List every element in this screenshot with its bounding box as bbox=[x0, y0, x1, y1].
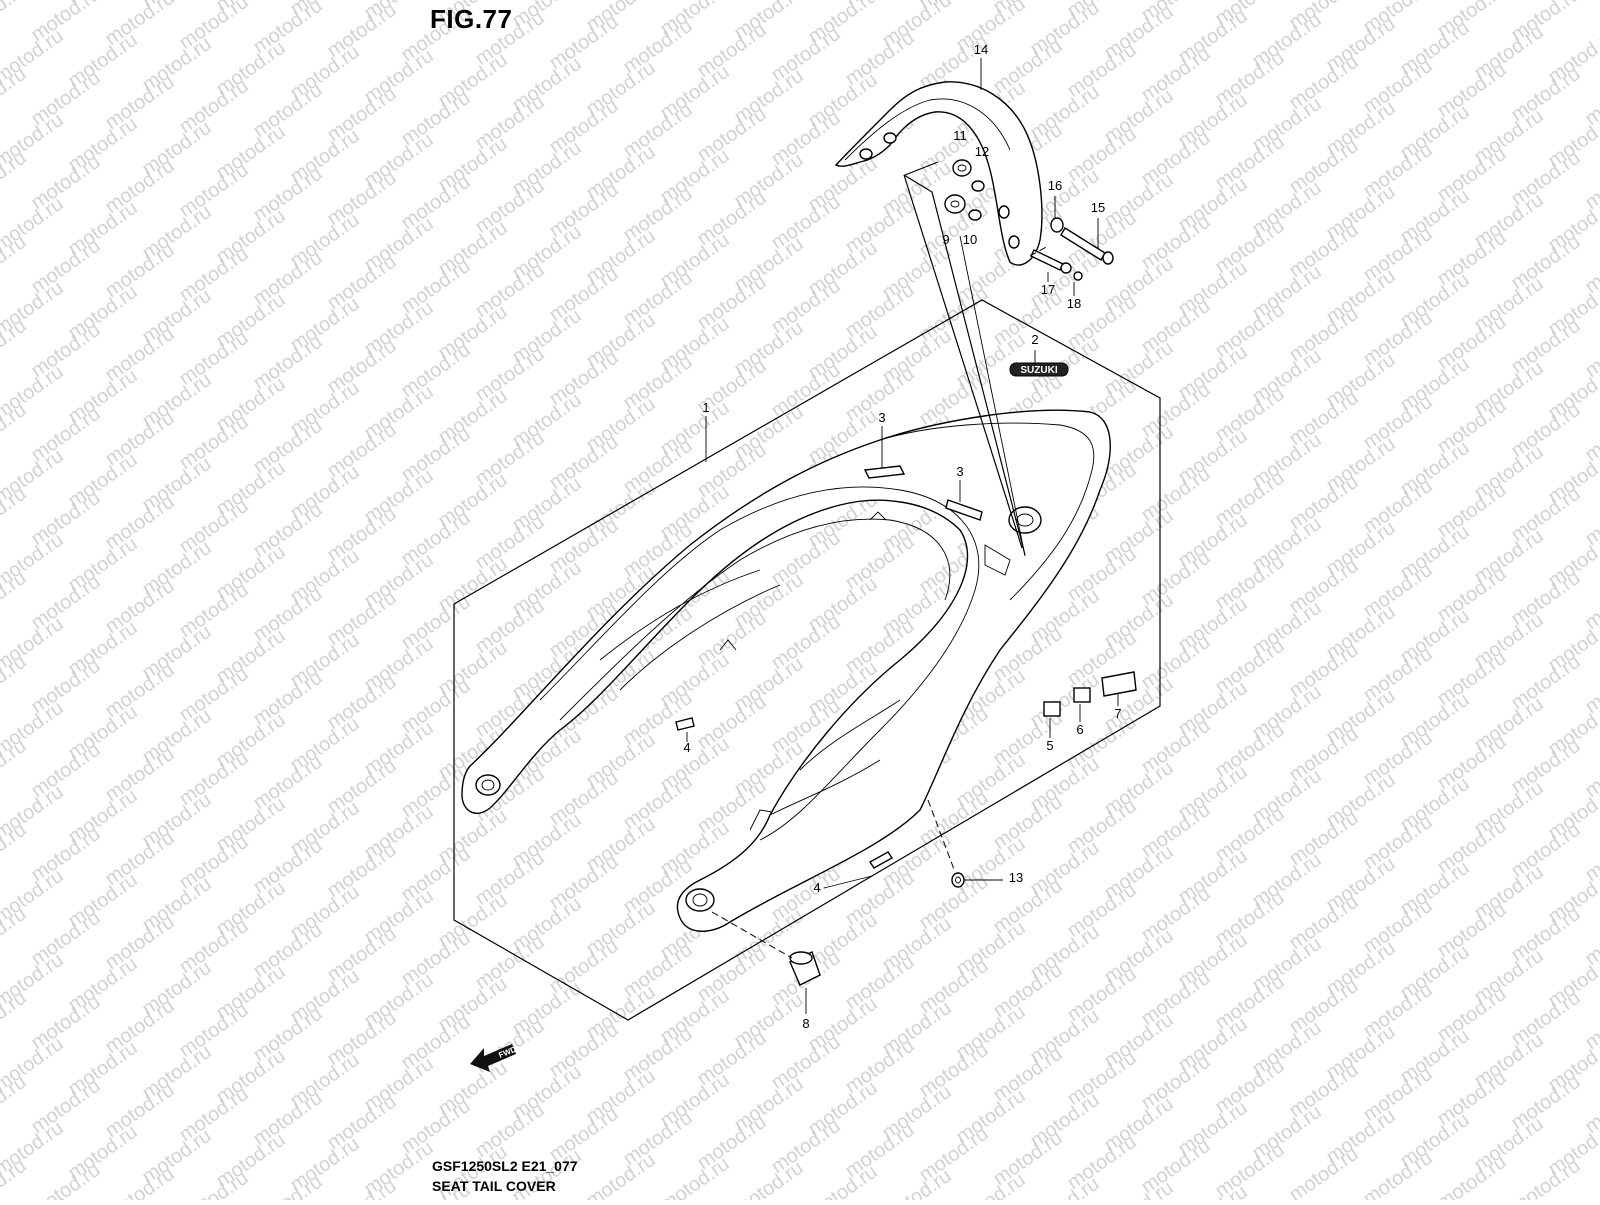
watermark-text: motod.ru bbox=[0, 231, 31, 294]
callout-4-label: 4 bbox=[813, 880, 820, 895]
callout-12-collar: 12 bbox=[975, 144, 989, 159]
callout-1-seat-tail-cover: 1 bbox=[702, 400, 709, 415]
callout-18-washer: 18 bbox=[1067, 296, 1081, 311]
figure-name: SEAT TAIL COVER bbox=[432, 1178, 556, 1194]
callout-16-washer: 16 bbox=[1048, 178, 1062, 193]
watermark-text: motod.ru bbox=[0, 987, 31, 1050]
watermark-text: motod.ru bbox=[0, 1071, 31, 1134]
suzuki-emblem: SUZUKI bbox=[1010, 363, 1068, 376]
callout-3-label: 3 bbox=[956, 464, 963, 479]
watermark-text: motod.ru bbox=[0, 63, 31, 126]
callout-13-nut: 13 bbox=[1009, 870, 1023, 885]
watermark-text: motod.ru bbox=[0, 399, 31, 462]
callout-6-label: 6 bbox=[1076, 722, 1083, 737]
watermark-text: motod.ru bbox=[0, 819, 31, 882]
figure-title: FIG.77 bbox=[430, 4, 512, 35]
callout-11-cushion: 11 bbox=[953, 128, 967, 143]
nut-13 bbox=[952, 873, 964, 887]
watermark-text: motod.ru bbox=[0, 735, 31, 798]
watermark-text: motod.ru bbox=[0, 567, 31, 630]
callout-5-label: 5 bbox=[1046, 738, 1053, 753]
callout-9-cushion: 9 bbox=[942, 232, 949, 247]
watermark-text: motod.ru bbox=[0, 903, 31, 966]
callout-3-label: 3 bbox=[878, 410, 885, 425]
callout-14-pillion-rider-handle: 14 bbox=[974, 42, 988, 57]
watermark-text: motod.ru bbox=[0, 147, 31, 210]
watermark-text: motod.ru bbox=[249, 1171, 326, 1200]
watermark-text: motod.ru bbox=[323, 1175, 400, 1200]
watermark-text: motod.ru bbox=[0, 651, 31, 714]
watermark-text: motod.ru bbox=[0, 315, 31, 378]
callout-2-emblem: 2 bbox=[1031, 332, 1038, 347]
figure-model-code: GSF1250SL2 E21_077 bbox=[432, 1158, 578, 1174]
callout-4-label: 4 bbox=[683, 740, 690, 755]
watermark-text: motod.ru bbox=[0, 483, 31, 546]
callout-8-cushion: 8 bbox=[802, 1016, 809, 1031]
emblem-text: SUZUKI bbox=[1020, 365, 1057, 376]
watermark-text: motod.ru bbox=[582, 1149, 659, 1200]
callout-17-bolt: 17 bbox=[1041, 282, 1055, 297]
callout-15-bolt: 15 bbox=[1091, 200, 1105, 215]
callout-10-collar: 10 bbox=[963, 232, 977, 247]
watermark-text: motod.ru bbox=[0, 0, 31, 42]
watermark-text: motod.ru bbox=[1581, 1159, 1600, 1200]
callout-7-label: 7 bbox=[1114, 706, 1121, 721]
